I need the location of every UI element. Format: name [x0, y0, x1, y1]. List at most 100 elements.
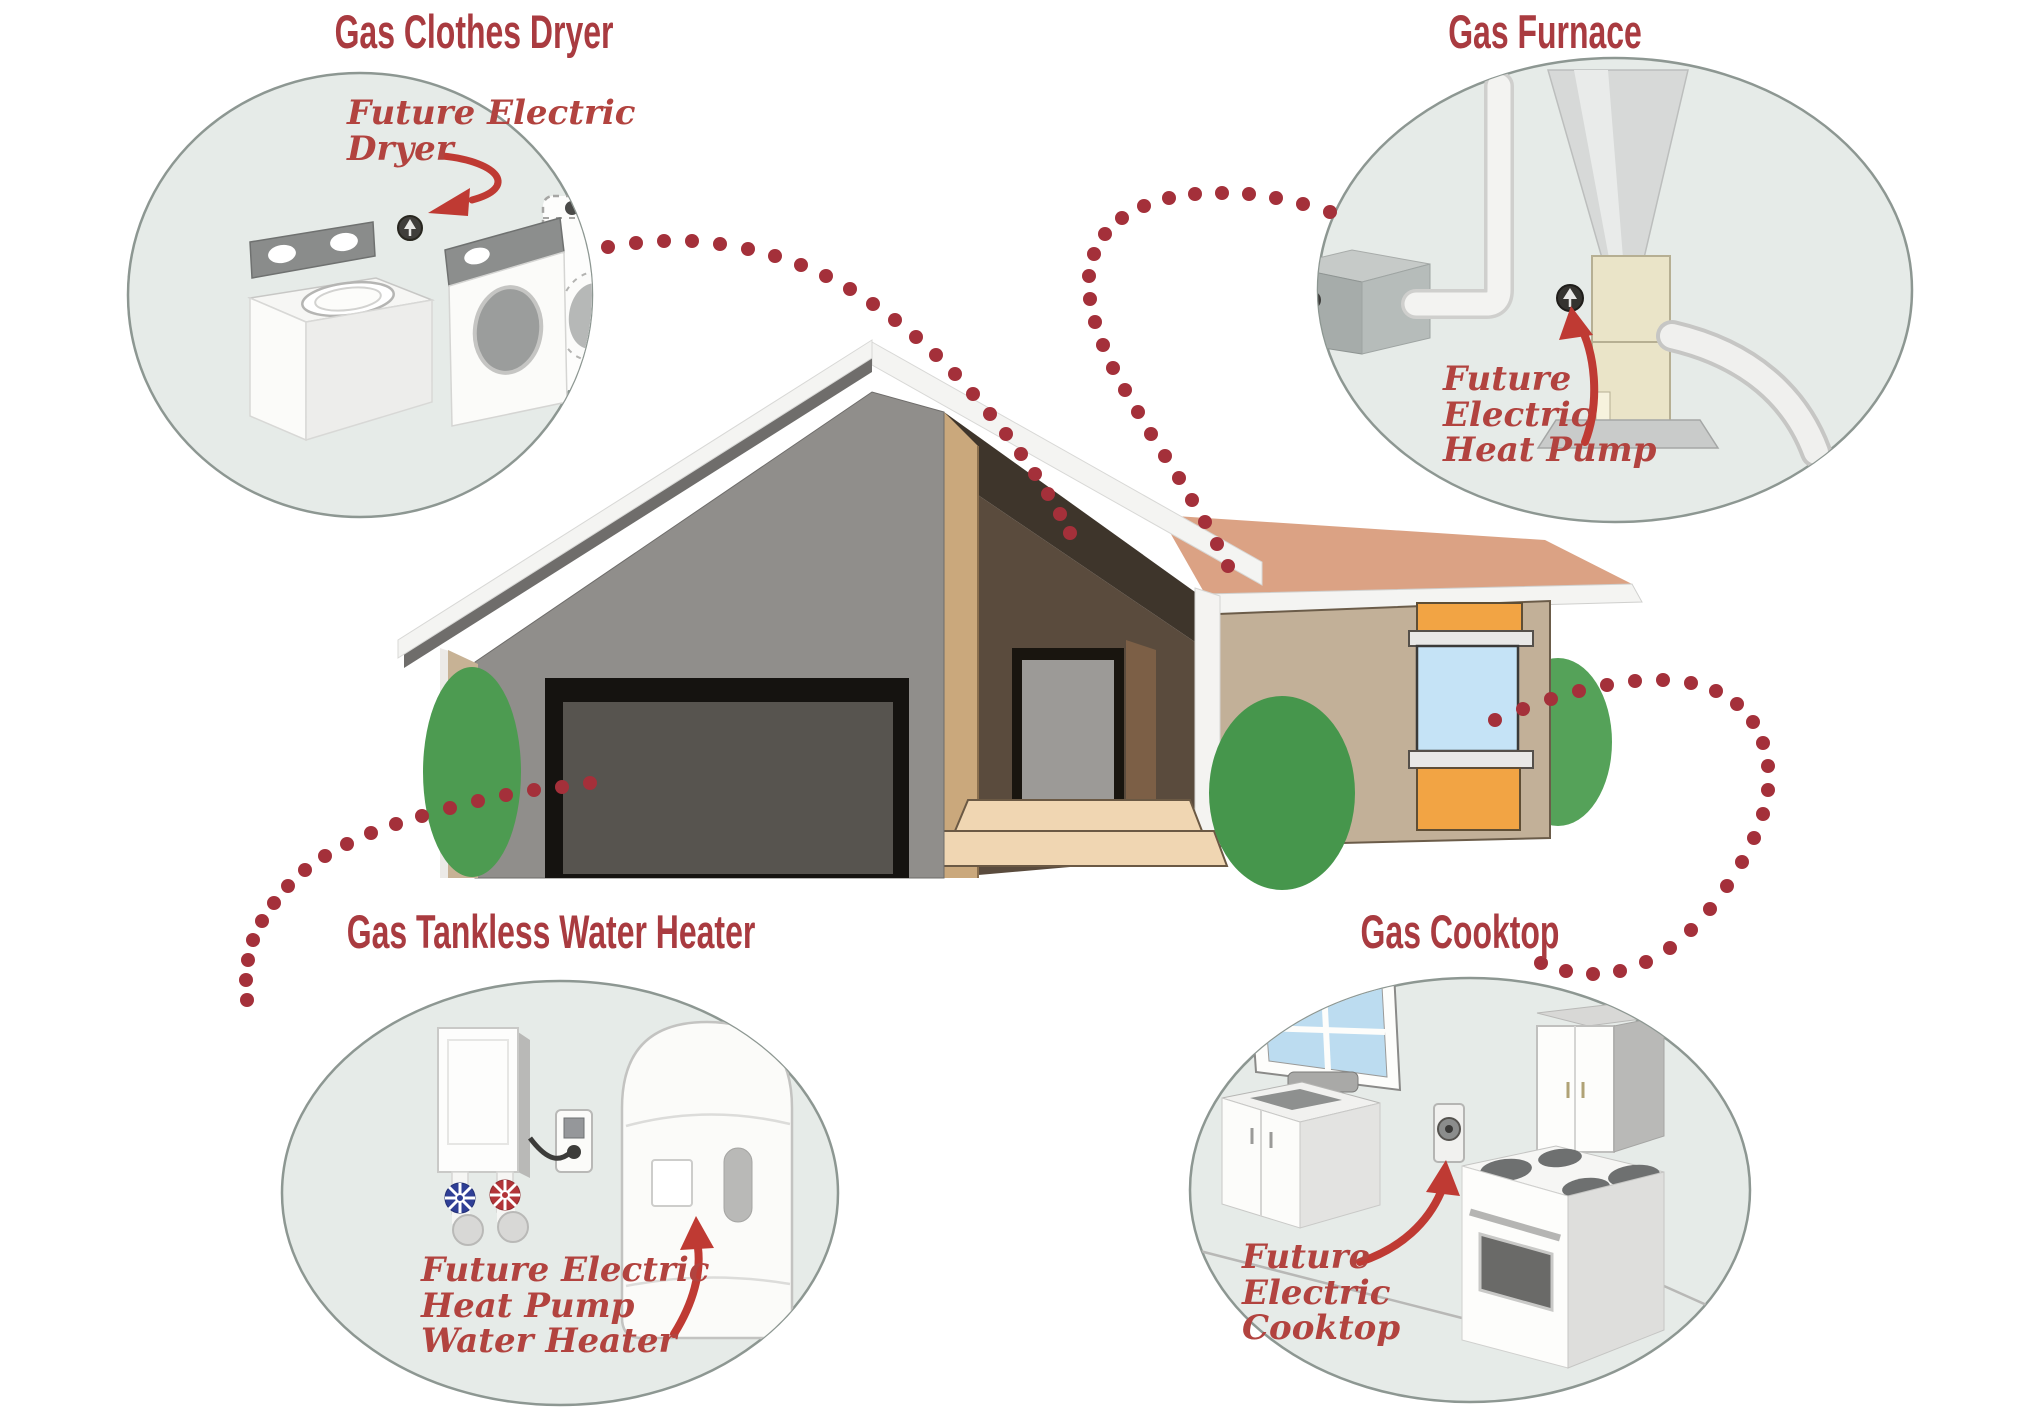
connector-dot — [1041, 487, 1055, 501]
annotation-line: Dryer — [347, 128, 454, 169]
connector-dot — [768, 249, 782, 263]
annotation-furnace: Future Electric Heat Pump — [1443, 359, 1657, 471]
duct-box — [1318, 249, 1431, 355]
annotation-line: Heat Pump — [1443, 430, 1657, 471]
connector-dot — [983, 407, 997, 421]
gable-roof-edge — [404, 358, 872, 668]
connector-dot — [819, 269, 833, 283]
annotation-arrow-furnace — [1559, 306, 1599, 446]
connector-dot — [1746, 715, 1760, 729]
connector-dot — [1761, 783, 1775, 797]
connector-dot — [1162, 191, 1176, 205]
connector-dot — [239, 973, 253, 987]
connector-dot — [1087, 247, 1101, 261]
annotation-line: Electric — [1242, 1272, 1391, 1313]
connector-dot — [1559, 964, 1573, 978]
scene-water-heater — [437, 1020, 794, 1340]
garage-door — [563, 702, 893, 874]
connector-dot — [741, 242, 755, 256]
connector-dot — [1144, 427, 1158, 441]
annotation-line: Water Heater — [421, 1321, 677, 1362]
annotation-line: Electric — [1443, 394, 1592, 435]
connector-dot — [1516, 702, 1530, 716]
connector-dot — [1088, 315, 1102, 329]
connector-dot — [1709, 684, 1723, 698]
connector-dot — [1198, 515, 1212, 529]
connector-dot — [1572, 684, 1586, 698]
entry-trim-right — [1126, 640, 1156, 823]
annotation-water-heater: Future Electric Heat Pump Water Heater — [421, 1250, 710, 1362]
connector-dot — [888, 313, 902, 327]
callout-title-water-heater: Gas Tankless Water Heater — [346, 905, 756, 958]
annotation-line: Future — [1443, 359, 1572, 399]
connector-dot — [1761, 759, 1775, 773]
entry-pilaster — [944, 412, 978, 878]
callout-title-furnace: Gas Furnace — [1448, 5, 1642, 58]
connector-dot — [1172, 471, 1186, 485]
connector-dot — [1215, 186, 1229, 200]
gable-roof-fascia — [397, 339, 873, 659]
connector-dot — [1684, 923, 1698, 937]
annotation-line: Future Electric — [421, 1250, 710, 1290]
connector-dot — [1269, 191, 1283, 205]
burner — [1538, 1148, 1582, 1168]
connector-dot — [1083, 292, 1097, 306]
oven-window — [1478, 1232, 1554, 1312]
annotation-cooktop: Future Electric Cooktop — [1242, 1239, 1401, 1349]
connector-dot — [281, 879, 295, 893]
connector-dot — [241, 953, 255, 967]
gas-tankless-heater — [437, 1027, 530, 1246]
connector-dot — [1735, 855, 1749, 869]
annotation-line: Future Electric — [347, 93, 636, 133]
connector-dot — [601, 240, 615, 254]
electric-range — [1461, 1145, 1665, 1369]
connector-dot — [1221, 559, 1235, 573]
callout-title-dryer: Gas Clothes Dryer — [334, 5, 614, 58]
power-outlet-icon — [1433, 1103, 1465, 1163]
connector-dot — [1185, 493, 1199, 507]
flat-roof — [1160, 515, 1632, 594]
window-glass — [1415, 644, 1520, 753]
connector-dot — [340, 837, 354, 851]
connector-dot — [1082, 269, 1096, 283]
connector-dot — [499, 788, 513, 802]
connector-dot — [1663, 941, 1677, 955]
connector-cooktop — [1488, 673, 1775, 981]
connector-dot — [1747, 831, 1761, 845]
connector-dryer — [601, 234, 1077, 540]
connector-dot — [1115, 211, 1129, 225]
connector-dot — [794, 258, 808, 272]
window-right — [1408, 602, 1534, 831]
connector-dot — [267, 896, 281, 910]
connector-dot — [298, 863, 312, 877]
connector-dot — [1096, 338, 1110, 352]
connector-dot — [246, 933, 260, 947]
connector-dot — [1118, 383, 1132, 397]
connector-dot — [240, 993, 254, 1007]
heat-pump-water-heater — [620, 1020, 794, 1340]
connector-dot — [1600, 678, 1614, 692]
power-outlet-icon — [397, 215, 423, 241]
connector-dot — [685, 234, 699, 248]
connector-dot — [866, 297, 880, 311]
connector-dot — [1053, 507, 1067, 521]
connector-dot — [1137, 199, 1151, 213]
annotation-line: Cooktop — [1242, 1308, 1401, 1349]
callout-title-cooktop: Gas Cooktop — [1360, 905, 1560, 958]
connector-dot — [255, 914, 269, 928]
washing-machine — [247, 221, 435, 442]
annotation-arrow-cooktop — [1356, 1160, 1460, 1266]
annotation-dryer: Future Electric Dryer — [347, 93, 636, 169]
connector-dot — [1656, 673, 1670, 687]
connector-dot — [1158, 449, 1172, 463]
connector-dot — [1063, 526, 1077, 540]
connector-dot — [948, 367, 962, 381]
connector-dot — [713, 237, 727, 251]
connector-furnace — [1082, 186, 1337, 573]
connector-dot — [629, 236, 643, 250]
connector-dot — [1131, 405, 1145, 419]
connector-dot — [1188, 187, 1202, 201]
connector-dot — [1730, 697, 1744, 711]
connector-dot — [1488, 713, 1502, 727]
